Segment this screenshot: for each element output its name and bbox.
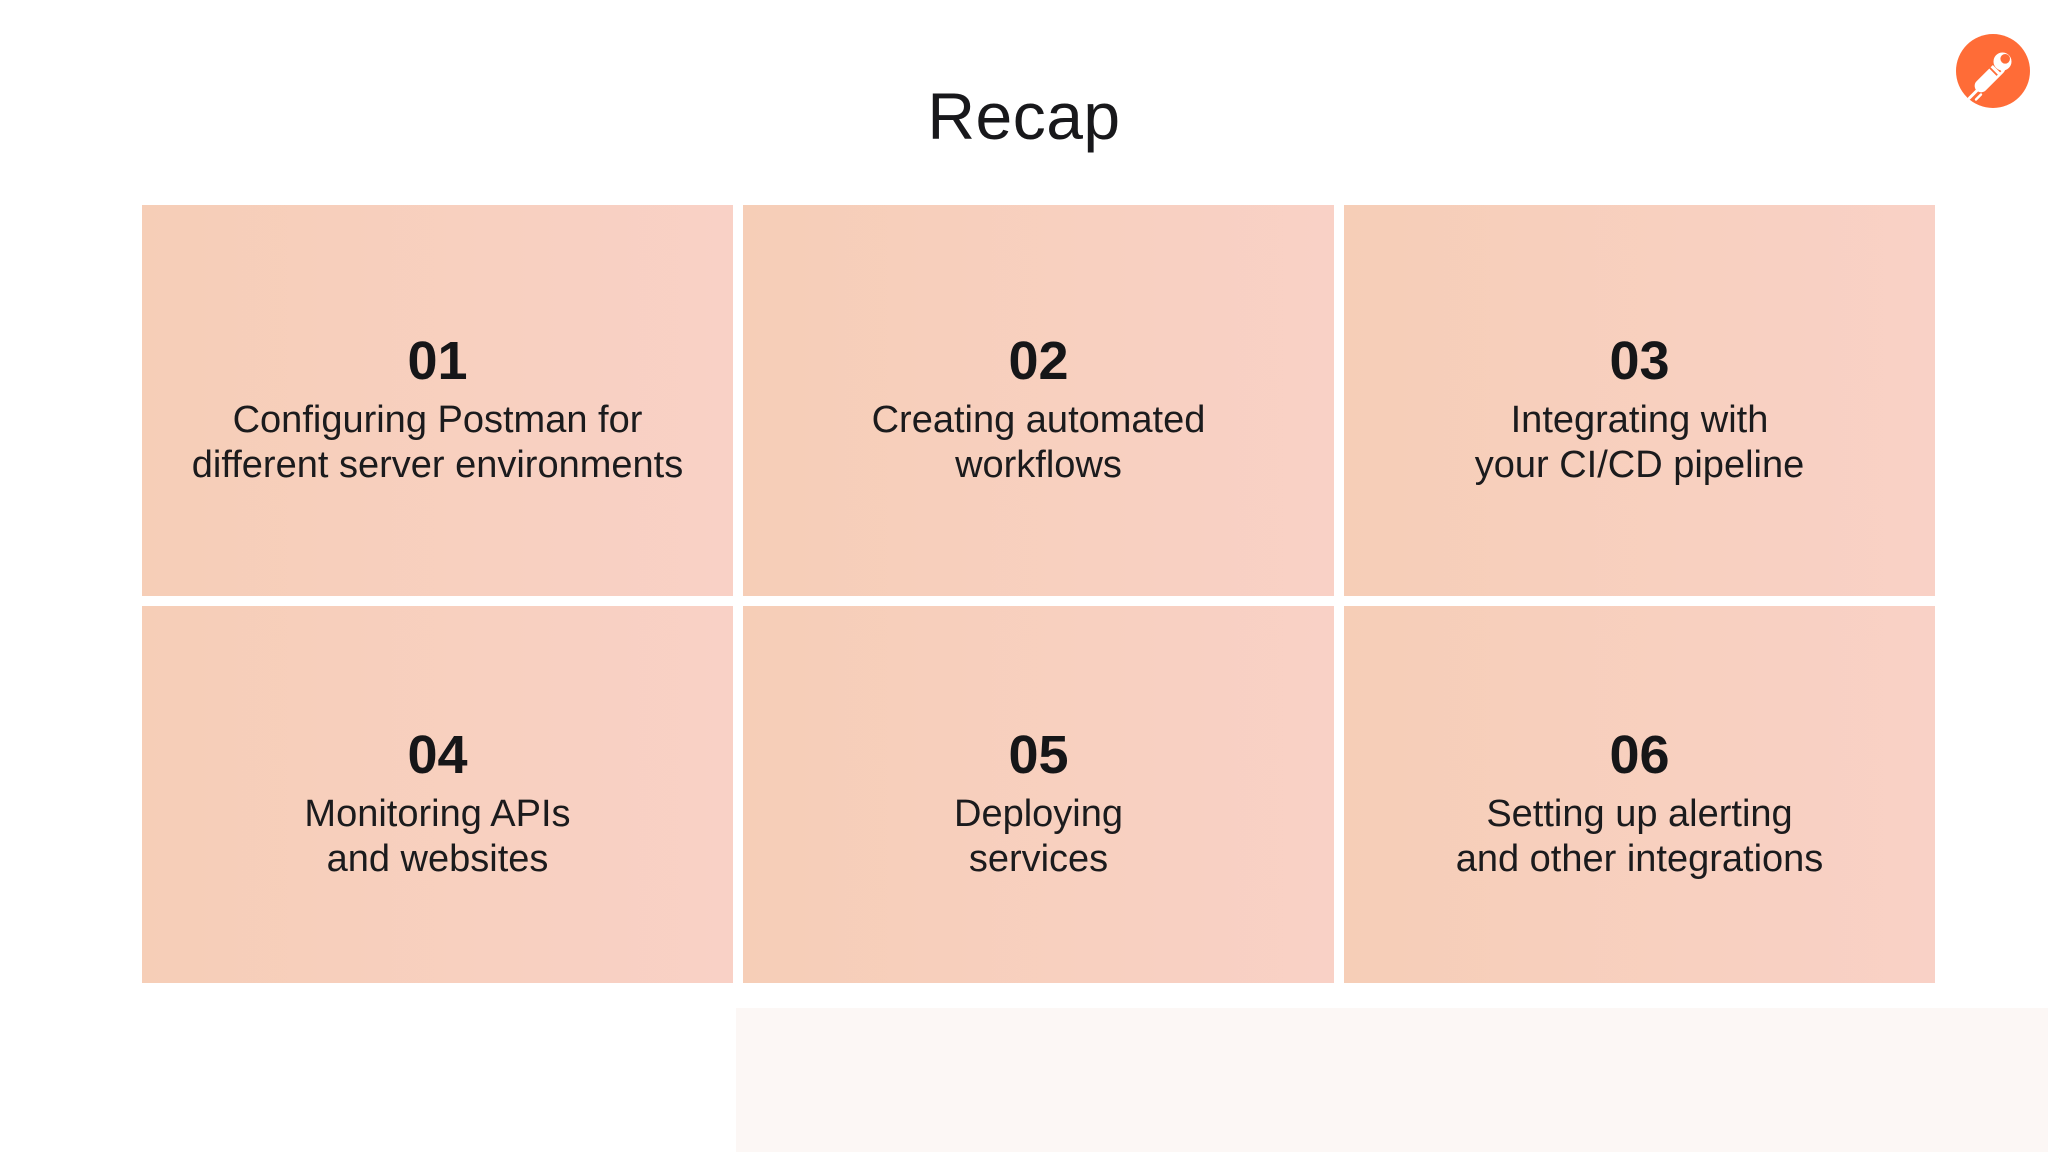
recap-card-03: 03 Integrating with your CI/CD pipeline <box>1344 205 1935 596</box>
card-text-line2: and other integrations <box>1455 837 1824 880</box>
card-text-line1: Configuring Postman for <box>232 398 643 441</box>
recap-cards-grid: 01 Configuring Postman for different ser… <box>142 205 1935 983</box>
card-text-line2: your CI/CD pipeline <box>1474 443 1805 486</box>
card-text-line1: Integrating with <box>1510 398 1769 441</box>
card-text: Integrating with your CI/CD pipeline <box>1475 398 1804 488</box>
recap-card-06: 06 Setting up alerting and other integra… <box>1344 606 1935 983</box>
card-number: 01 <box>407 330 468 391</box>
recap-card-01: 01 Configuring Postman for different ser… <box>142 205 733 596</box>
card-number: 04 <box>407 724 468 785</box>
recap-card-05: 05 Deploying services <box>743 606 1334 983</box>
card-text-line2: different server environments <box>191 443 684 486</box>
recap-card-02: 02 Creating automated workflows <box>743 205 1334 596</box>
recap-card-04: 04 Monitoring APIs and websites <box>142 606 733 983</box>
card-number: 02 <box>1008 330 1069 391</box>
card-text: Configuring Postman for different server… <box>192 398 683 488</box>
card-number: 05 <box>1008 724 1069 785</box>
card-text: Setting up alerting and other integratio… <box>1456 792 1824 882</box>
card-text-line2: and websites <box>326 837 549 880</box>
page-title: Recap <box>927 79 1121 154</box>
card-text-line2: workflows <box>955 443 1122 486</box>
card-number: 06 <box>1609 724 1670 785</box>
card-text: Creating automated workflows <box>872 398 1206 488</box>
card-text-line2: services <box>968 837 1109 880</box>
card-text-line1: Creating automated <box>871 398 1206 441</box>
postman-logo-icon <box>1956 34 2030 108</box>
card-text-line1: Deploying <box>954 792 1123 835</box>
card-text: Monitoring APIs and websites <box>304 792 570 882</box>
card-text: Deploying services <box>954 792 1123 882</box>
card-text-line1: Setting up alerting <box>1486 792 1793 835</box>
next-slide-peek-panel <box>736 1008 2048 1152</box>
card-text-line1: Monitoring APIs <box>304 792 571 835</box>
card-number: 03 <box>1609 330 1670 391</box>
